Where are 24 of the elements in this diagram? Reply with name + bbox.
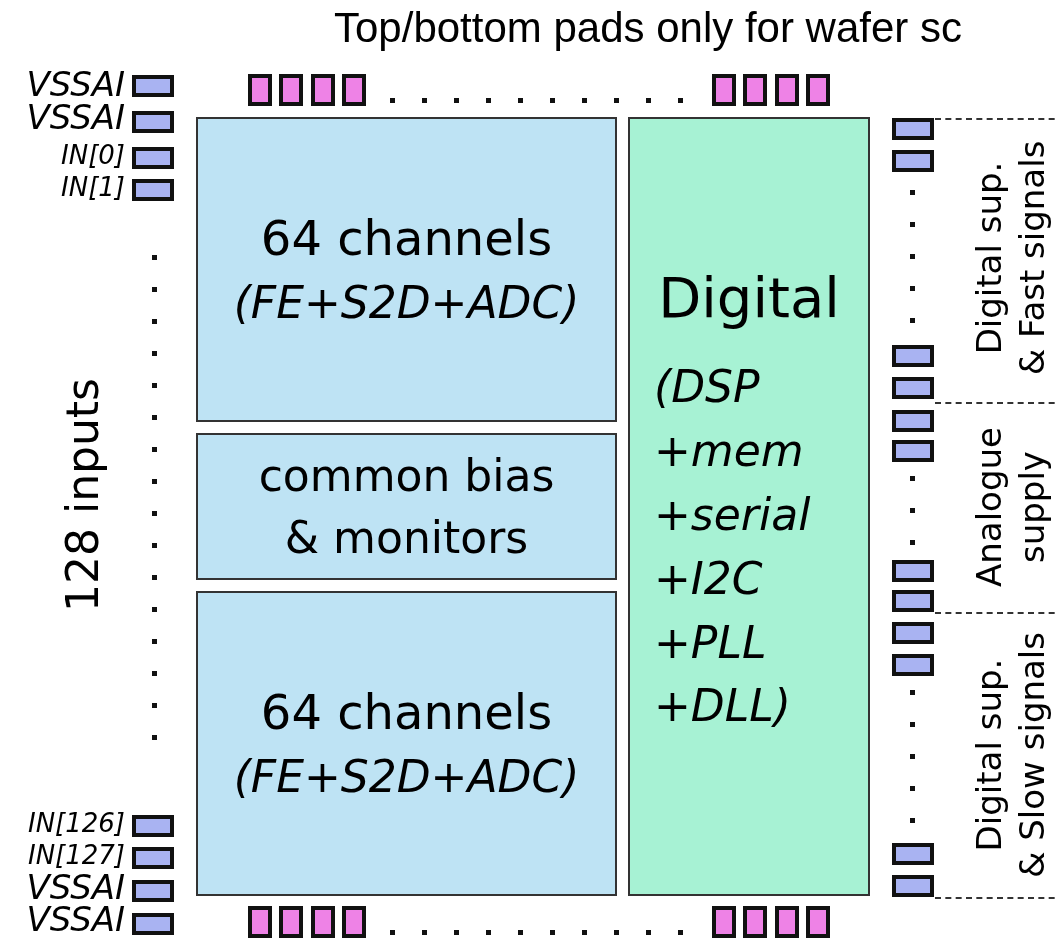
section-label: Digital sup. & Fast signals	[967, 140, 1052, 376]
block-title: common bias & monitors	[257, 448, 556, 565]
block-text: (FE+S2D+ADC)	[233, 750, 580, 805]
block-title: 64 channels	[260, 209, 553, 269]
block	[628, 117, 870, 896]
title: Top/bottom pads only for wafer sc	[334, 4, 962, 52]
block	[196, 591, 617, 896]
block-text: (DSP +mem +serial +I2C +PLL +DLL)	[654, 360, 812, 734]
pin-label: VSSAI	[25, 67, 125, 101]
pin-label: IN[126]	[26, 810, 125, 836]
section-label: Digital sup. & Slow signals	[967, 631, 1052, 879]
block-text: (FE+S2D+ADC)	[233, 276, 580, 331]
section-label: Analogue supply	[967, 427, 1052, 587]
pin-label: VSSAI	[25, 100, 125, 134]
block-title: Digital	[658, 264, 840, 332]
pin-label: VSSAI	[25, 870, 125, 904]
block	[196, 433, 617, 580]
pin-label: IN[0]	[60, 142, 125, 168]
side-label: 128 inputs	[55, 377, 109, 613]
block-title: 64 channels	[260, 683, 553, 743]
pin-label: IN[1]	[60, 174, 125, 200]
block	[196, 117, 617, 422]
pin-label: IN[127]	[26, 842, 125, 868]
pin-label: VSSAI	[25, 902, 125, 936]
